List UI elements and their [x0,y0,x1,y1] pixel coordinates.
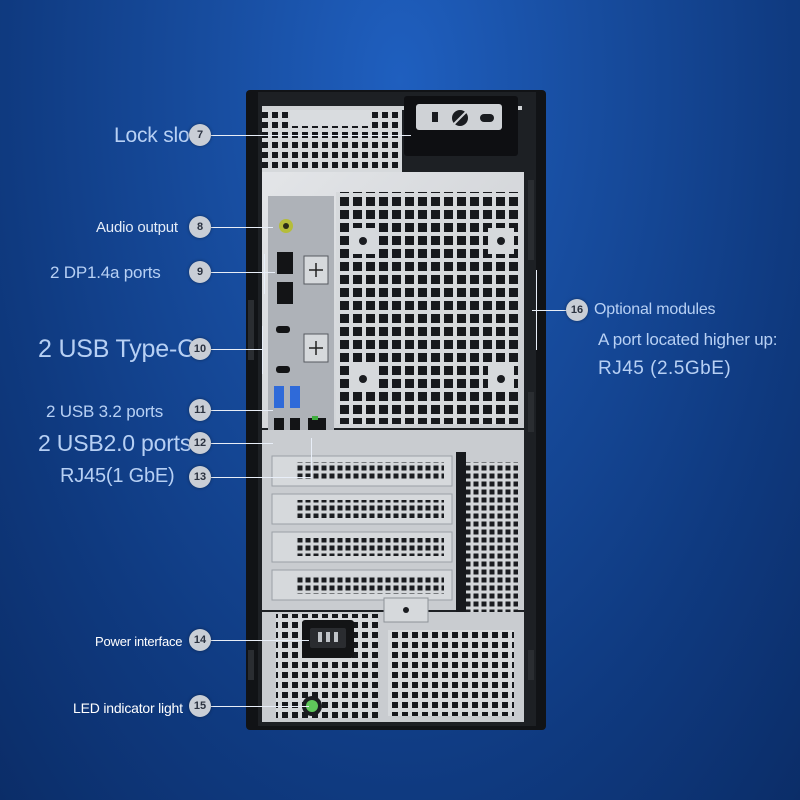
callout-badge-13: 13 [189,466,211,488]
port-strip [268,196,334,450]
expansion-slots [262,430,524,612]
callout-label-port-higher-up: A port located higher up: [598,330,778,349]
chassis-left-edge [248,300,254,680]
chassis-right-edge [528,180,534,680]
lock-bracket [404,96,518,156]
psu-area [262,597,524,722]
callout-label-audio-output: Audio output [96,219,178,236]
callout-label-optional-modules: Optional modules [594,301,716,318]
callout-label-usb-2-0: 2 USB2.0 ports [38,430,192,456]
callout-label-rj45-2-5gbe: RJ45 (2.5GbE) [598,358,732,379]
leader-bracket-9 [264,254,265,294]
callout-badge-8: 8 [189,216,211,238]
leader-line-8 [211,227,273,228]
callout-label-rj45-1gbe: RJ45(1 GbE) [60,465,175,487]
callout-label-led-indicator: LED indicator light [73,700,183,716]
leader-line-16 [532,310,567,311]
callout-label-usb-3-2: 2 USB 3.2 ports [46,402,164,421]
callout-badge-7: 7 [189,124,211,146]
callout-badge-12: 12 [189,432,211,454]
callout-badge-15: 15 [189,695,211,717]
leader-line-12 [211,443,273,444]
leader-bracket-16 [536,270,537,350]
leader-line-10 [211,349,263,350]
leader-line-13 [211,477,311,478]
top-vent [262,106,522,172]
leader-bracket-10 [262,326,263,374]
leader-line-14 [211,640,309,641]
callout-badge-14: 14 [189,629,211,651]
leader-line-15 [211,706,309,707]
callout-label-lock-slot: Lock slot [114,124,196,147]
leader-line-11 [211,410,273,411]
callout-label-usb-type-c: 2 USB Type-C [38,335,195,363]
leader-line-7 [211,135,411,136]
callout-badge-16: 16 [566,299,588,321]
leader-bracket-13 [311,438,312,478]
leader-line-9 [211,272,275,273]
callout-badge-10: 10 [189,338,211,360]
callout-label-power-interface: Power interface [95,634,183,649]
callout-label-dp-ports: 2 DP1.4a ports [50,263,161,282]
callout-badge-9: 9 [189,261,211,283]
callout-badge-11: 11 [189,399,211,421]
